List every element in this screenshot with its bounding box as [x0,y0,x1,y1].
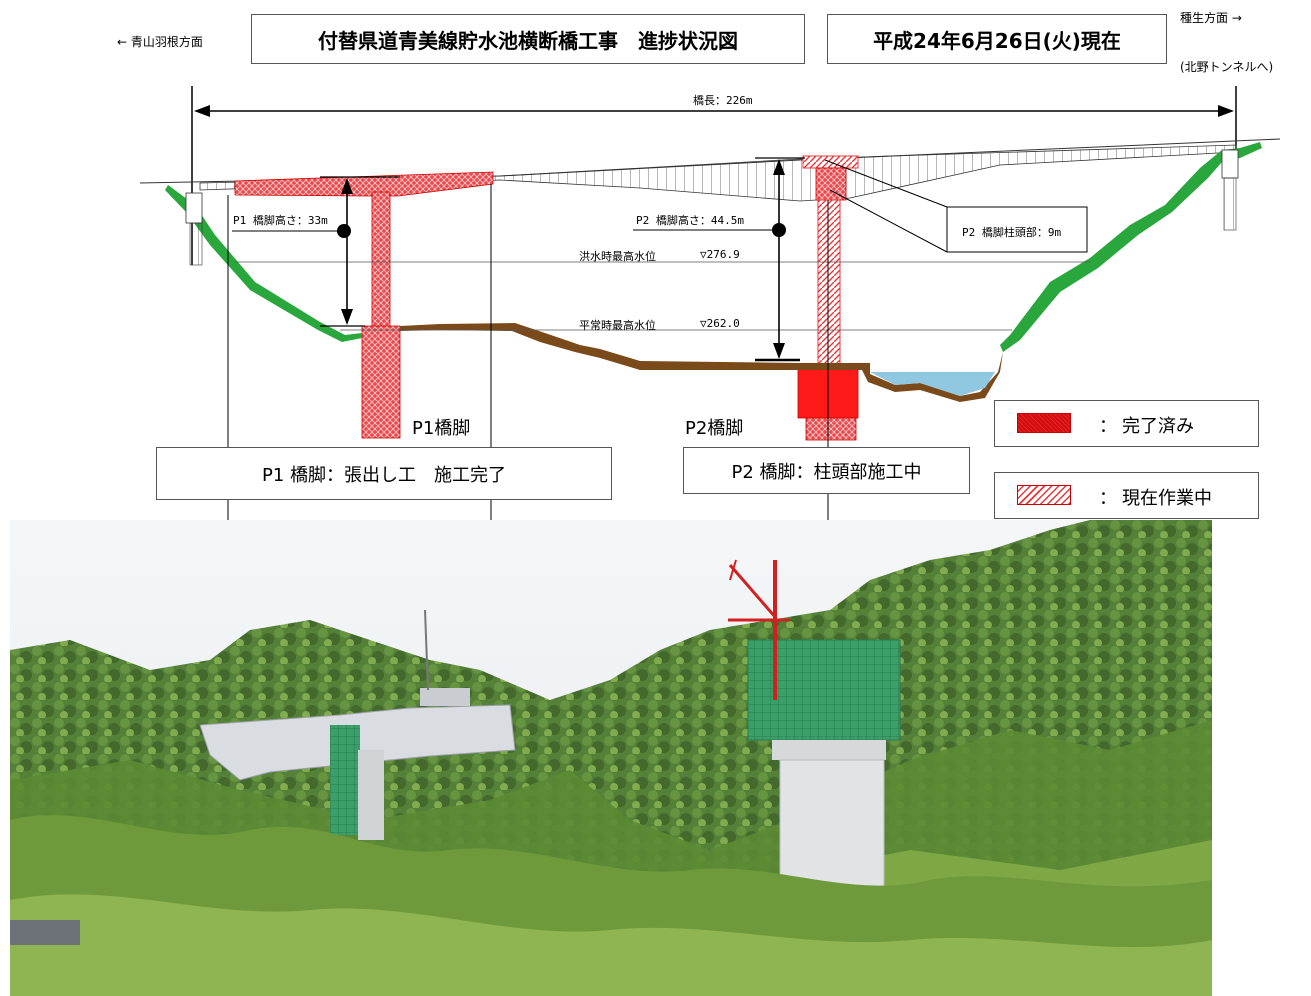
p1-pier-column [371,191,391,329]
legend-completed: ： 完了済み [994,400,1259,447]
p2-pier-label: P2橋脚 [685,418,744,439]
left-direction-label: ← 青山羽根方面 [117,35,203,49]
bridge-cross-section [139,86,1281,520]
flood-level-label: 洪水時最高水位 [579,250,656,263]
left-slope [165,185,362,342]
left-abutment [185,192,203,224]
page-title: 付替県道青美線貯水池横断橋工事 進捗状況図 [251,14,805,64]
right-slope [1000,142,1262,352]
legend-colon: ： [1099,416,1117,437]
photo-p1-pier [358,750,384,840]
right-abutment [1221,149,1239,179]
p1-cantilever-completed [234,171,494,197]
right-direction-sublabel: (北野トンネルへ) [1180,60,1274,74]
legend-colon: ： [1099,488,1117,509]
p1-height-label: P1 橋脚高さ：33m [233,214,328,227]
p2-status-callout: P2 橋脚：柱頭部施工中 [683,447,970,494]
normal-level-label: 平常時最高水位 [579,319,656,332]
p1-foundation [361,325,401,439]
legend-in-progress-swatch [1017,485,1071,505]
status-date: 平成24年6月26日(火)現在 [827,14,1167,64]
p1-pier-label: P1橋脚 [412,418,471,439]
legend-completed-label: 完了済み [1122,416,1194,437]
legend-completed-swatch [1017,413,1071,433]
bridge-length-label: 橋長：226m [690,92,756,108]
normal-level-value: ▽262.0 [700,317,740,330]
photo-p2-scaffold [747,639,901,741]
p2-head-completed [815,167,847,201]
photo-p1-scaffold [330,725,360,835]
reservoir-water [870,372,995,396]
p2-height-label: P2 橋脚高さ：44.5m [636,214,744,227]
legend-in-progress: ： 現在作業中 [994,472,1259,519]
p2-head-label: P2 橋脚柱頭部：9m [962,226,1062,239]
p1-status-callout: P1 橋脚：張出し工 施工完了 [156,447,612,500]
p2-head-label-box [946,206,1088,253]
p2-pier-column [817,199,841,365]
legend-in-progress-label: 現在作業中 [1122,488,1212,509]
right-direction-label: 種生方面 → [1180,11,1242,25]
site-photograph [10,520,1212,996]
flood-level-value: ▽276.9 [700,248,740,261]
valley-floor [400,323,1003,402]
